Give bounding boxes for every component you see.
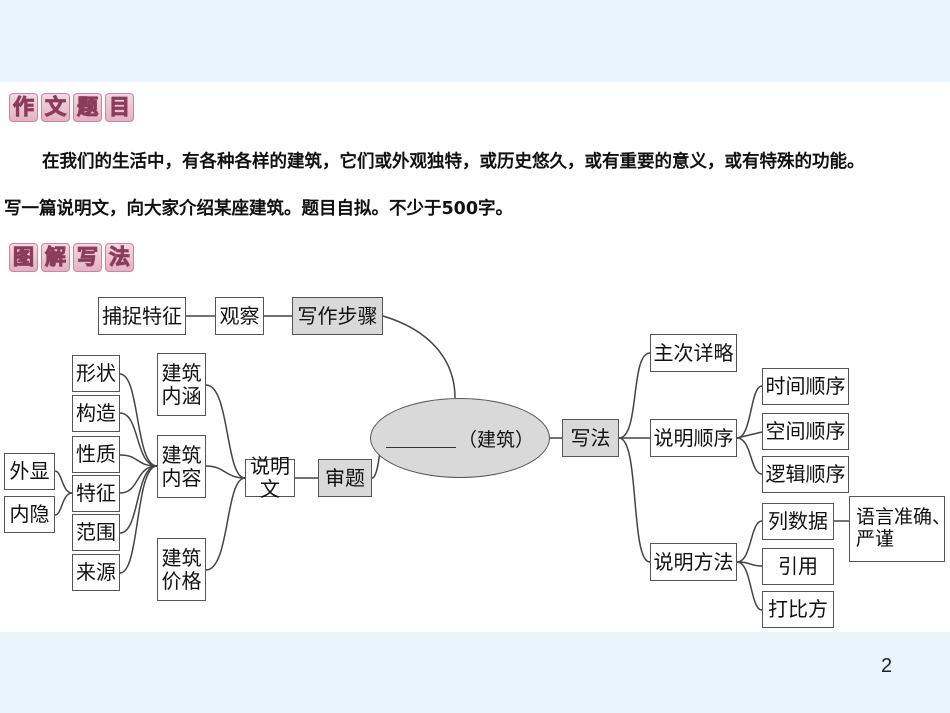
heading-char: 文 [41,93,70,122]
node-writing-method: 写法 [562,419,619,457]
heading-char: 作 [9,93,38,122]
node-expository: 说明文 [245,455,295,501]
prompt-line-2: 写一篇说明文，向大家介绍某座建筑。题目自拟。不少于500字。 [4,199,514,219]
prompt-line-1: 在我们的生活中，有各种各样的建筑，它们或外观独特，或历史悠久，或有重要的意义，或… [42,152,865,172]
node-building-value: 建筑 价格 [157,538,206,601]
node-capture-features: 捕捉特征 [98,297,186,335]
node-building-connotation: 建筑 内涵 [157,353,206,416]
center-ellipse: （建筑） [370,398,550,478]
heading-char: 写 [73,243,102,272]
node-shape: 形状 [72,355,120,392]
node-observe: 观察 [215,297,264,335]
heading-char: 目 [105,93,134,122]
node-review-topic: 审题 [318,459,372,497]
node-structure: 构造 [72,395,120,432]
node-language-precise: 语言准确、 严谨 [849,496,950,562]
node-analogy: 打比方 [762,591,834,628]
node-writing-steps: 写作步骤 [292,297,383,335]
node-feature: 特征 [72,475,120,512]
node-scope: 范围 [72,514,120,551]
heading-char: 法 [105,243,134,272]
node-list-data: 列数据 [762,503,834,540]
node-logic-order: 逻辑顺序 [762,456,849,493]
heading-char: 解 [41,243,70,272]
heading-char: 题 [73,93,102,122]
node-inner: 内隐 [4,496,55,533]
heading-composition-topic: 作 文 题 目 [9,93,134,122]
page-number: 2 [881,655,893,677]
node-outer: 外显 [4,453,55,490]
node-source: 来源 [72,554,120,591]
node-explain-order: 说明顺序 [650,419,737,457]
center-label: （建筑） [457,428,534,451]
node-space-order: 空间顺序 [762,413,849,450]
blank-line [385,429,456,448]
heading-diagram-method: 图 解 写 法 [9,243,134,272]
node-explain-methods: 说明方法 [650,543,737,581]
heading-char: 图 [9,243,38,272]
node-nature: 性质 [72,436,120,473]
node-building-content: 建筑 内容 [157,435,206,498]
node-main-minor: 主次详略 [650,334,737,372]
node-quote: 引用 [762,548,834,585]
node-time-order: 时间顺序 [762,368,849,405]
